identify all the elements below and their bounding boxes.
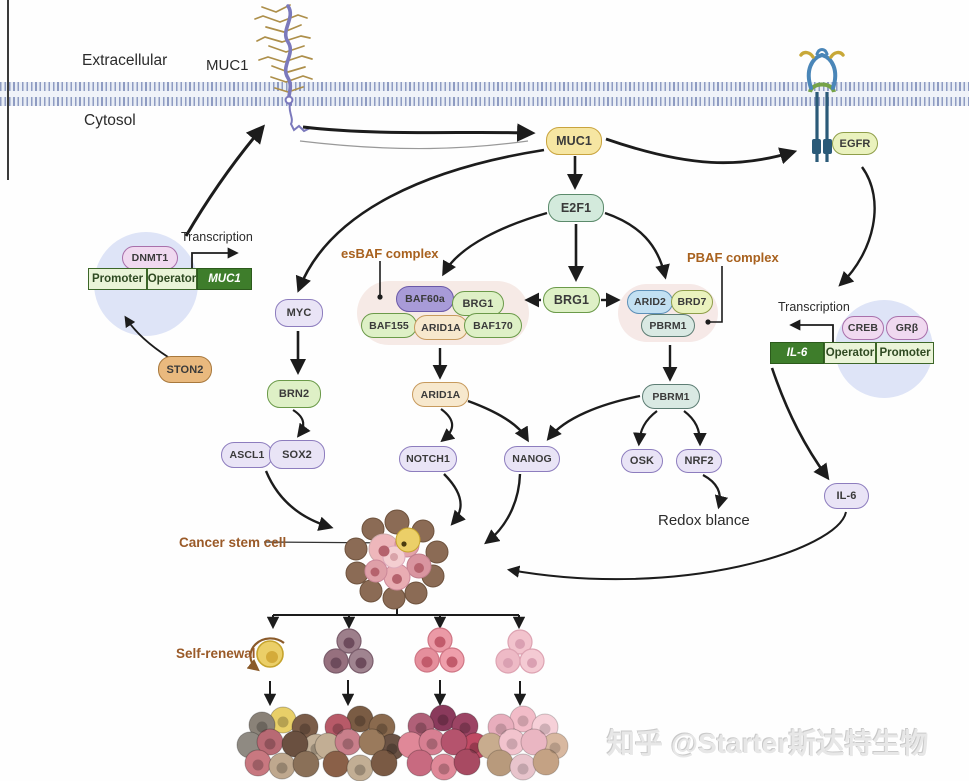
node-brg1-esbaf: BRG1 xyxy=(452,291,504,316)
node-brd7: BRD7 xyxy=(671,290,713,314)
arrow-arid1a-to-nanog xyxy=(467,399,529,443)
muc1-transcription-label: Transcription xyxy=(181,230,253,244)
membrane-muc1-label: MUC1 xyxy=(206,57,249,74)
node-creb: CREB xyxy=(842,316,884,340)
node-il6: IL-6 xyxy=(824,483,869,509)
arrow-muc1-transcription xyxy=(191,247,239,268)
self-renewal-cell xyxy=(256,640,284,668)
node-egfr: EGFR xyxy=(832,132,878,155)
arrow-il6-to-csc xyxy=(506,511,847,581)
arrow-nrf2-to-redox xyxy=(702,474,729,510)
csc-pointer-dot xyxy=(401,541,407,547)
arrow-pbrm1-to-nrf2 xyxy=(683,410,707,447)
node-osk: OSK xyxy=(621,449,663,473)
node-arid1a: ARID1A xyxy=(412,382,469,407)
il6-transcription-label: Transcription xyxy=(778,300,850,314)
muc1-glycoprotein-icon xyxy=(254,4,313,133)
self-renewal-label: Self-renewal xyxy=(176,646,256,661)
differentiated-cluster-4 xyxy=(477,705,569,781)
pbaf-label-dot xyxy=(705,319,711,325)
il6-promoter-box: Promoter xyxy=(876,342,934,364)
progenitor-cluster-palepink xyxy=(495,629,545,674)
node-dnmt1: DNMT1 xyxy=(122,246,178,270)
extracellular-label: Extracellular xyxy=(82,52,168,69)
line-pbaf-label xyxy=(710,266,723,323)
arrow-notch1-to-csc xyxy=(443,473,466,526)
arrow-gene-to-membrane-muc1 xyxy=(184,124,265,237)
node-arid1a-esbaf: ARID1A xyxy=(414,315,468,340)
node-brn2: BRN2 xyxy=(267,380,321,408)
node-arid2: ARID2 xyxy=(627,290,673,314)
redox-balance-label: Redox blance xyxy=(658,512,750,529)
node-muc1: MUC1 xyxy=(546,127,602,155)
node-nrf2: NRF2 xyxy=(676,449,722,473)
arrow-ston2-to-gene xyxy=(124,315,169,358)
cancer-stem-cell-cluster xyxy=(344,509,449,610)
arrow-sox2-to-csc xyxy=(264,470,334,531)
node-nanog: NANOG xyxy=(504,446,560,472)
node-ascl1: ASCL1 xyxy=(221,442,273,468)
watermark: 知乎 @Starter斯达特生物 xyxy=(607,728,929,759)
node-e2f1: E2F1 xyxy=(548,194,604,222)
node-sox2: SOX2 xyxy=(269,440,325,469)
muc1-operator-box: Operator xyxy=(147,268,197,290)
differentiated-cluster-2 xyxy=(314,705,406,781)
arrow-brn2-to-sox2 xyxy=(292,409,311,438)
arrow-muc1-to-myc xyxy=(295,148,545,293)
self-renewal-arrow xyxy=(246,637,285,672)
node-baf155: BAF155 xyxy=(361,313,417,338)
membrane-outer-leaflet xyxy=(0,82,969,91)
arrow-membrane-to-muc1 xyxy=(302,123,536,142)
cytosol-label: Cytosol xyxy=(84,112,136,129)
pathway-arrows xyxy=(124,123,876,707)
membrane-core xyxy=(0,91,969,97)
differentiated-cluster-3 xyxy=(397,704,489,781)
egfr-receptor-icon xyxy=(799,48,845,162)
esbaf-complex-label: esBAF complex xyxy=(341,246,439,261)
progenitor-cluster-pink xyxy=(414,627,465,673)
esbaf-label-dot xyxy=(377,294,383,300)
muc1-gene-box: MUC1 xyxy=(197,268,252,290)
arrow-e2f1-to-pbaf xyxy=(604,211,670,280)
line-muc1-tail xyxy=(299,140,529,150)
arrow-pbrm1-to-nanog xyxy=(546,394,641,441)
arrow-e2f1-to-esbaf xyxy=(442,211,548,277)
arrow-muc1-to-egfr xyxy=(605,137,798,165)
node-gr-beta: GRβ xyxy=(886,316,928,340)
node-notch1: NOTCH1 xyxy=(399,446,457,472)
node-ston2: STON2 xyxy=(158,356,212,383)
progenitor-cluster-mauve xyxy=(323,628,374,674)
node-myc: MYC xyxy=(275,299,323,327)
figure-left-border xyxy=(7,0,9,180)
pbaf-complex-label: PBAF complex xyxy=(687,250,779,265)
node-brg1-center: BRG1 xyxy=(543,287,600,313)
il6-operator-box: Operator xyxy=(824,342,876,364)
node-pbrm1-pbaf: PBRM1 xyxy=(641,314,695,337)
arrow-il6-transcription xyxy=(789,319,834,342)
membrane-inner-leaflet xyxy=(0,97,969,106)
arrow-pbrm1-to-osk xyxy=(632,410,658,447)
arrow-arid1a-to-notch1 xyxy=(440,408,456,443)
node-baf60a: BAF60a xyxy=(396,286,454,312)
node-pbrm1: PBRM1 xyxy=(642,384,700,409)
node-baf170: BAF170 xyxy=(464,313,522,338)
cell-membrane xyxy=(0,82,969,106)
muc1-promoter-box: Promoter xyxy=(88,268,147,290)
arrow-gene-to-il6 xyxy=(770,367,830,481)
il6-gene-box: IL-6 xyxy=(770,342,824,364)
arrow-egfr-to-il6-gene xyxy=(838,166,876,287)
arrow-nanog-to-csc xyxy=(484,473,522,545)
cancer-stem-cell-label: Cancer stem cell xyxy=(179,535,287,550)
